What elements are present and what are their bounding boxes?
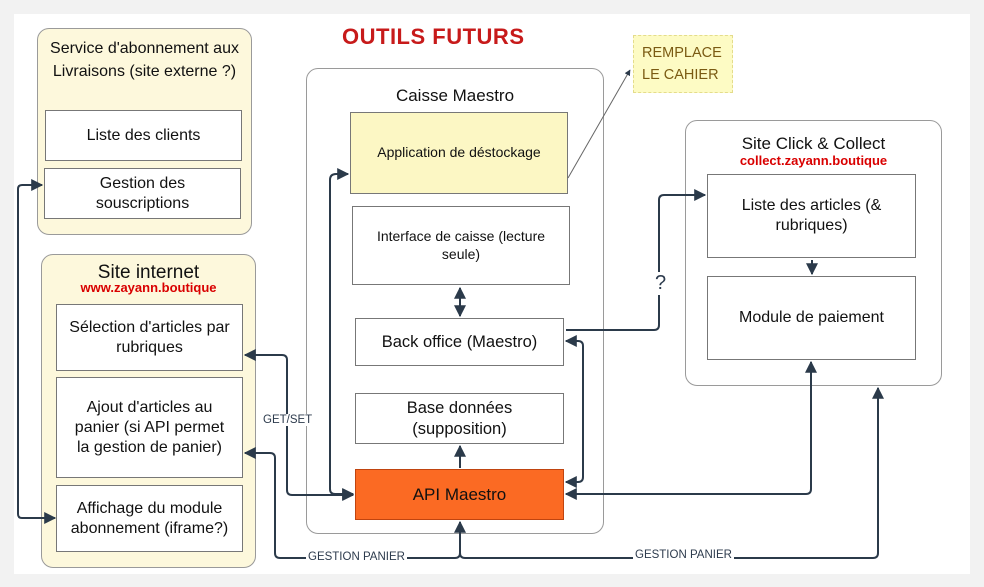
edge-api-paiement [564, 360, 817, 500]
label-gestion-panier-left: GESTION PANIER [306, 551, 407, 563]
edge-api-destockage [329, 168, 355, 500]
diagram-title: OUTILS FUTURS [342, 24, 525, 49]
group-caisse-title: Caisse Maestro [395, 86, 515, 105]
box-module-abonnement: Affichage du module abonnement (iframe?) [56, 485, 243, 552]
site-internet-url: www.zayann.boutique [80, 280, 217, 295]
group-abonnement-title: Service d'abonnement aux Livraisons (sit… [50, 40, 239, 80]
edge-gestion-panier-right [459, 386, 884, 559]
edge-api-backoffice [564, 335, 584, 488]
click-collect-url: collect.zayann.boutique [739, 153, 888, 168]
edge-panier-api [243, 447, 466, 559]
label-get-set: GET/SET [261, 414, 315, 426]
note-remplace-cahier: REMPLACE LE CAHIER [633, 35, 733, 93]
group-click-collect-title: Site Click & Collect [741, 134, 886, 153]
box-base-donnees: Base données (supposition) [355, 393, 564, 444]
label-gestion-panier-right: GESTION PANIER [633, 549, 734, 561]
box-module-paiement: Module de paiement [707, 276, 916, 360]
box-selection-articles: Sélection d'articles par rubriques [56, 304, 243, 371]
group-site-internet-title: Site internet [97, 262, 200, 283]
edge-abonnement-module [17, 179, 57, 524]
box-application-destockage: Application de déstockage [350, 112, 568, 194]
edge-backoffice-articles [566, 189, 707, 331]
box-liste-articles: Liste des articles (& rubriques) [707, 174, 916, 258]
box-back-office: Back office (Maestro) [355, 318, 564, 366]
box-gestion-souscriptions: Gestion des souscriptions [44, 168, 241, 219]
box-liste-clients: Liste des clients [45, 110, 242, 161]
label-question: ? [653, 272, 669, 295]
box-ajout-panier: Ajout d'articles au panier (si API perme… [56, 377, 243, 478]
edge-note-destockage [567, 69, 631, 179]
